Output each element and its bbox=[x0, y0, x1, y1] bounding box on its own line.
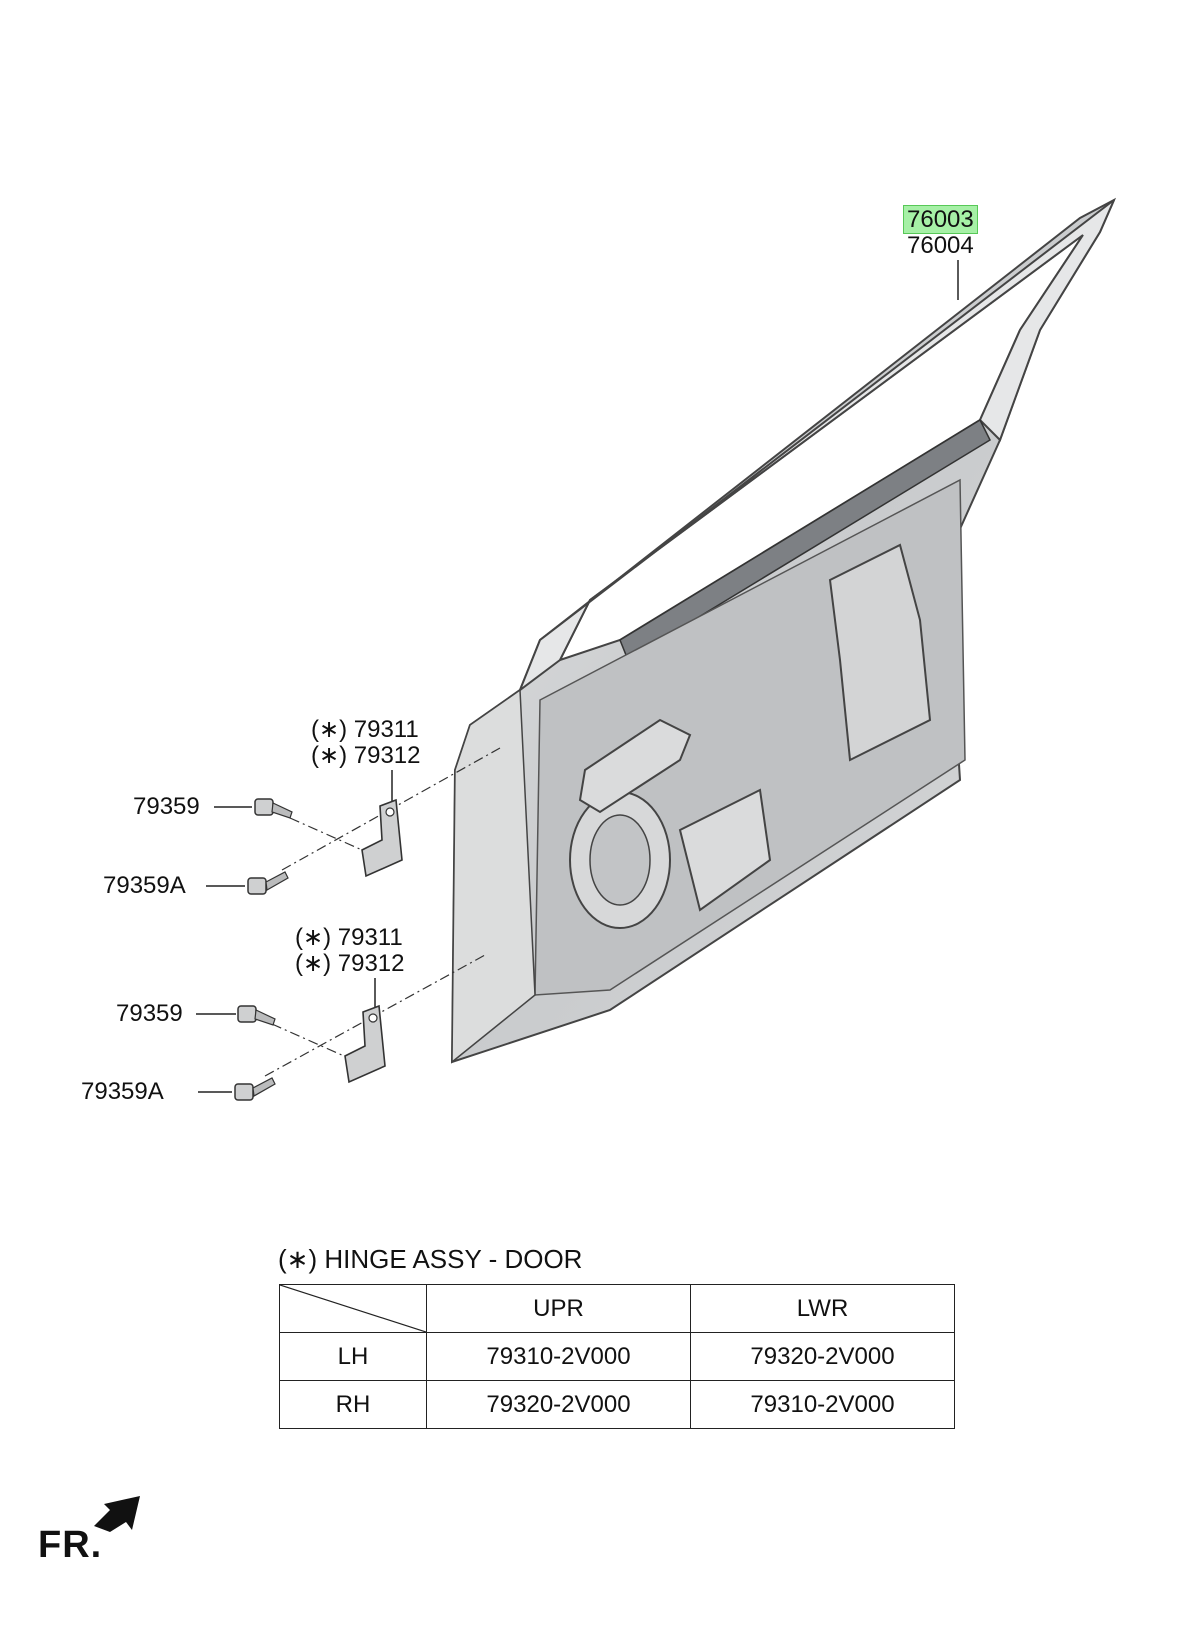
corner-diagonal bbox=[280, 1285, 426, 1332]
hinge-table-corner-cell bbox=[279, 1284, 427, 1333]
hinge-col-lwr: LWR bbox=[690, 1284, 955, 1333]
upper-bolt bbox=[254, 798, 293, 819]
upper-hinge-group bbox=[206, 747, 501, 895]
hinge-table: UPR LWR LH 79310-2V000 79320-2V000 RH 79… bbox=[279, 1284, 955, 1429]
hinge-row-upr: 79310-2V000 bbox=[426, 1332, 691, 1381]
callout-upper-79359: 79359 bbox=[133, 793, 200, 820]
speaker-inner bbox=[589, 814, 651, 906]
hinge-row-side: LH bbox=[279, 1332, 427, 1381]
callout-76004: 76004 bbox=[907, 232, 974, 259]
belt-line bbox=[619, 418, 991, 662]
center-cutout bbox=[678, 788, 772, 912]
front-door-panel bbox=[450, 197, 1117, 1064]
lower-hinge-hole bbox=[368, 1013, 378, 1023]
callout-76003: 76003 bbox=[903, 205, 978, 234]
hinge-row-lwr: 79310-2V000 bbox=[690, 1380, 955, 1429]
hinge-col-upr: UPR bbox=[426, 1284, 691, 1333]
rear-cutout bbox=[828, 543, 932, 762]
front-direction-arrow-icon bbox=[94, 1496, 140, 1532]
window-frame bbox=[517, 199, 1115, 693]
callout-upper-79359A: 79359A bbox=[103, 872, 186, 899]
upper-hinge-bracket bbox=[361, 798, 403, 878]
hinge-table-title: (∗) HINGE ASSY - DOOR bbox=[278, 1244, 583, 1274]
callout-lower-79312: (∗) 79312 bbox=[295, 950, 405, 977]
callout-lower-79359A: 79359A bbox=[81, 1078, 164, 1105]
lower-hinge-group bbox=[196, 954, 486, 1101]
callout-upper-79311: (∗) 79311 bbox=[311, 716, 419, 743]
upper-bolt-a bbox=[247, 871, 289, 895]
callout-lower-79311: (∗) 79311 bbox=[295, 924, 403, 951]
callout-lower-79359: 79359 bbox=[116, 1000, 183, 1027]
hinge-table-header: UPR LWR bbox=[279, 1284, 955, 1333]
upper-hinge-hole bbox=[385, 807, 395, 817]
side-flange bbox=[451, 688, 536, 1064]
hinge-row-side: RH bbox=[279, 1380, 427, 1429]
callout-76003-text: 76003 bbox=[903, 205, 978, 234]
table-row: LH 79310-2V000 79320-2V000 bbox=[279, 1332, 955, 1381]
table-row: RH 79320-2V000 79310-2V000 bbox=[279, 1380, 955, 1429]
callout-upper-79312: (∗) 79312 bbox=[311, 742, 421, 769]
hinge-row-upr: 79320-2V000 bbox=[426, 1380, 691, 1429]
lower-hinge-bracket bbox=[344, 1004, 386, 1084]
lower-bolt bbox=[237, 1005, 276, 1026]
upper-cutout bbox=[578, 718, 692, 814]
lower-bolt-a bbox=[234, 1077, 276, 1101]
hinge-row-lwr: 79320-2V000 bbox=[690, 1332, 955, 1381]
front-direction-label: FR. bbox=[38, 1524, 103, 1566]
